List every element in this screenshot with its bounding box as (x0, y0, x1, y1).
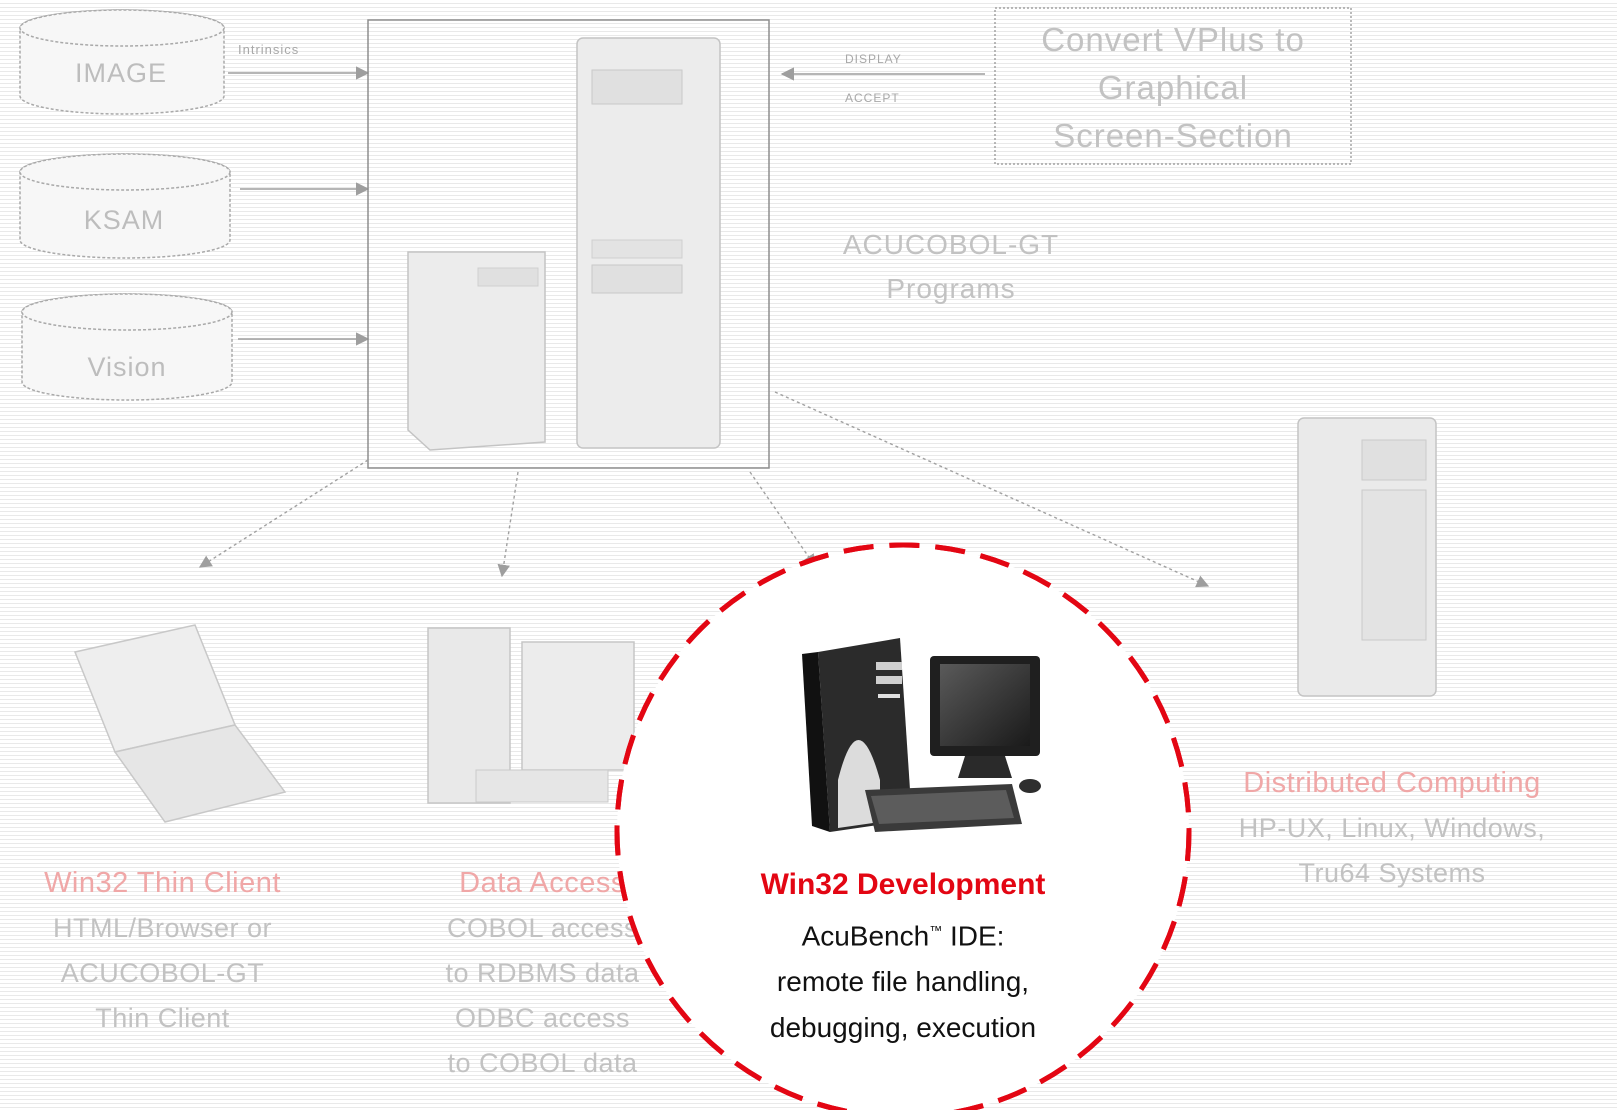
trademark-mark: ™ (929, 923, 943, 938)
accept-label: ACCEPT (845, 91, 900, 105)
convert-line-2: Graphical (1097, 69, 1249, 106)
server-box (367, 19, 770, 469)
vision-db-cylinder (21, 293, 233, 401)
programs-line-2: Programs (886, 273, 1016, 304)
distributed-title: Distributed Computing (1243, 767, 1541, 799)
acubench-label: AcuBench (801, 920, 930, 952)
convert-box-text: Convert VPlus to Graphical Screen-Sectio… (995, 16, 1351, 160)
to-development-arrow (749, 471, 816, 568)
development-line-3: debugging, execution (769, 1012, 1037, 1044)
data-access-title: Data Access (459, 867, 626, 899)
to-data-access-arrow (497, 471, 519, 578)
distributed-line-2: Tru64 Systems (1298, 858, 1486, 888)
laptop-icon (73, 624, 287, 823)
vision-db-label: Vision (87, 352, 167, 382)
server-tower-large (576, 37, 721, 449)
convert-line-1: Convert VPlus to (1041, 21, 1305, 58)
server-tower-small (407, 251, 546, 451)
data-access-line-2: to RDBMS data (445, 958, 640, 988)
thin-client-title: Win32 Thin Client (44, 867, 281, 899)
display-label: DISPLAY (845, 52, 902, 66)
image-db-cylinder (19, 9, 225, 115)
data-access-line-3: ODBC access (454, 1003, 631, 1033)
data-access-caption: Data Access COBOL access to RDBMS data O… (395, 860, 690, 1086)
programs-caption: ACUCOBOL-GT Programs (820, 223, 1082, 311)
development-title: Win32 Development (760, 868, 1046, 901)
ide-label: IDE: (942, 920, 1005, 952)
data-server-icon (427, 627, 635, 804)
distributed-line-1: HP-UX, Linux, Windows, (1238, 813, 1546, 843)
distributed-server-icon (1297, 417, 1437, 697)
image-db-label: IMAGE (74, 58, 167, 88)
distributed-caption: Distributed Computing HP-UX, Linux, Wind… (1172, 760, 1612, 896)
ksam-db-label: KSAM (83, 205, 165, 235)
programs-line-1: ACUCOBOL-GT (842, 229, 1060, 260)
convert-line-3: Screen-Section (1053, 117, 1293, 154)
to-thin-client-arrow (198, 459, 369, 568)
development-line-1: AcuBench™ IDE: (733, 908, 1073, 959)
convert-box (994, 7, 1352, 165)
development-line-2: remote file handling, (776, 966, 1030, 998)
thin-client-line-1: HTML/Browser or (52, 913, 273, 943)
thin-client-caption: Win32 Thin Client HTML/Browser or ACUCOB… (0, 860, 325, 1041)
intrinsics-label: Intrinsics (238, 42, 300, 57)
data-access-line-1: COBOL access (446, 913, 639, 943)
to-distributed-arrow (774, 391, 1210, 588)
development-caption: Win32 Development AcuBench™ IDE: remote … (733, 862, 1073, 1051)
data-access-line-4: to COBOL data (447, 1048, 638, 1078)
ksam-db-cylinder (19, 153, 231, 259)
thin-client-line-2: ACUCOBOL-GT (60, 958, 265, 988)
thin-client-line-3: Thin Client (95, 1003, 230, 1033)
